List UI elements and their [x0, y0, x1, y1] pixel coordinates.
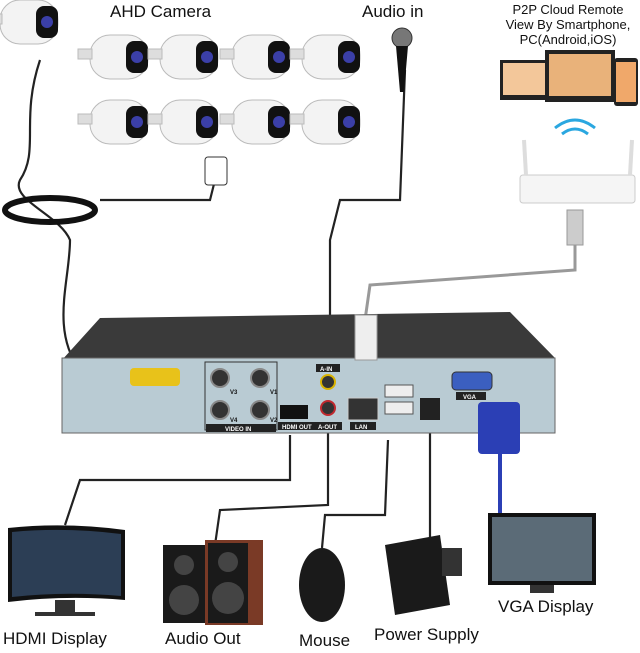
port-video-in-label: VIDEO IN [225, 427, 251, 433]
router-icon [519, 139, 636, 246]
p2p-line-3: PC(Android,iOS) [519, 32, 617, 47]
lan-cable-plug [354, 314, 378, 361]
audio-out-label: Audio Out [165, 629, 241, 648]
wifi-icon [554, 118, 596, 136]
port-v1-label: V1 [270, 390, 278, 396]
mouse-label: Mouse [299, 631, 351, 650]
port-v3-label: V3 [230, 390, 238, 396]
hdmi-display-label: HDMI Display [3, 629, 107, 648]
p2p-line-1: P2P Cloud Remote [512, 2, 624, 17]
hdmi-monitor-icon [8, 525, 125, 616]
port-v4-label: V4 [230, 418, 238, 424]
vga-connector [478, 402, 520, 454]
vga-display-label: VGA Display [498, 597, 594, 616]
audio-in-label: Audio in [362, 2, 424, 21]
port-vga-label: VGA [463, 395, 477, 401]
port-a-in-label: A-IN [320, 367, 332, 373]
cables [17, 59, 577, 549]
port-a-out-label: A-OUT [318, 425, 337, 431]
vga-monitor-icon [488, 513, 596, 593]
port-lan-label: LAN [355, 425, 367, 431]
microphone-icon [391, 27, 413, 92]
p2p-label: P2P Cloud Remote View By Smartphone, PC(… [496, 2, 640, 47]
dvr-recorder: V3 V1 V4 V2 VIDEO IN HDMI OUT A-IN A-OUT… [61, 312, 556, 454]
power-supply-icon [385, 535, 462, 615]
cable-coil [2, 195, 98, 225]
ahd-camera-label: AHD Camera [110, 2, 212, 21]
smartphone-pc-devices-icon [500, 50, 638, 106]
p2p-line-2: View By Smartphone, [505, 17, 631, 32]
mouse-icon [299, 548, 345, 622]
ahd-cameras [0, 0, 361, 145]
bnc-connector [130, 368, 180, 386]
port-hdmi-label: HDMI OUT [282, 425, 312, 431]
power-adapter-icon [204, 156, 228, 186]
port-v2-label: V2 [270, 418, 278, 424]
power-supply-label: Power Supply [374, 625, 479, 644]
speakers-icon [163, 540, 263, 625]
